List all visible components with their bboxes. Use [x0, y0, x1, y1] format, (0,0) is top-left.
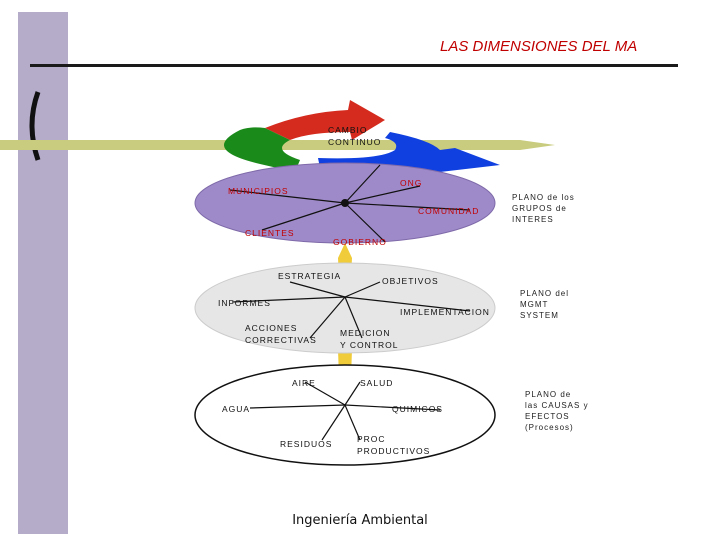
- label-acciones-correctivas: ACCIONES CORRECTIVAS: [245, 323, 317, 345]
- label-municipios: MUNICIPIOS: [228, 186, 289, 196]
- plane-causes-spokes: [249, 381, 441, 441]
- cycle-arrow-blue: [318, 132, 500, 173]
- label-aire: AIRE: [292, 378, 316, 388]
- label-comunidad: COMUNIDAD: [418, 206, 480, 216]
- plane-mgmt-ellipse: [194, 262, 496, 354]
- label-agua: AGUA: [222, 404, 251, 414]
- plane-groups-spokes: [229, 164, 471, 243]
- label-proc-productivos: PROC PRODUCTIVOS: [357, 434, 431, 456]
- bracket-decoration: [29, 91, 41, 161]
- label-implementacion: IMPLEMENTACION: [400, 307, 490, 317]
- label-residuos: RESIDUOS: [280, 439, 333, 449]
- cycle-arrow-green: [224, 127, 300, 172]
- label-medicion-control: MEDICION Y CONTROL: [340, 328, 399, 350]
- side-label-groups: PLANO de los GRUPOS de INTERES: [512, 193, 575, 224]
- side-label-mgmt: PLANO del MGMT SYSTEM: [520, 289, 570, 320]
- cycle-ring: [224, 100, 500, 173]
- label-salud: SALUD: [360, 378, 394, 388]
- plane-groups-center: [341, 199, 349, 207]
- label-quimicos: QUIMICOS: [392, 404, 443, 414]
- title-rule: [30, 64, 678, 67]
- footer-text: Ingeniería Ambiental: [292, 513, 428, 528]
- plane-mgmt-spokes: [231, 281, 471, 339]
- label-informes: INFORMES: [218, 298, 271, 308]
- label-ong: ONG: [400, 178, 423, 188]
- label-objetivos: OBJETIVOS: [382, 276, 439, 286]
- olive-band-tip: [520, 140, 555, 150]
- side-label-causes: PLANO de las CAUSAS y EFECTOS (Procesos): [525, 390, 589, 432]
- left-decorative-bar: [18, 12, 68, 534]
- label-estrategia: ESTRATEGIA: [278, 271, 342, 281]
- cycle-arrow-red: [265, 100, 385, 140]
- cycle-label: CAMBIO CONTINUO: [328, 125, 382, 147]
- label-clientes: CLIENTES: [245, 228, 295, 238]
- label-gobierno: GOBIERNO: [333, 237, 387, 247]
- plane-causes-ellipse: [194, 364, 496, 466]
- page-title: LAS DIMENSIONES DEL MA: [440, 38, 638, 55]
